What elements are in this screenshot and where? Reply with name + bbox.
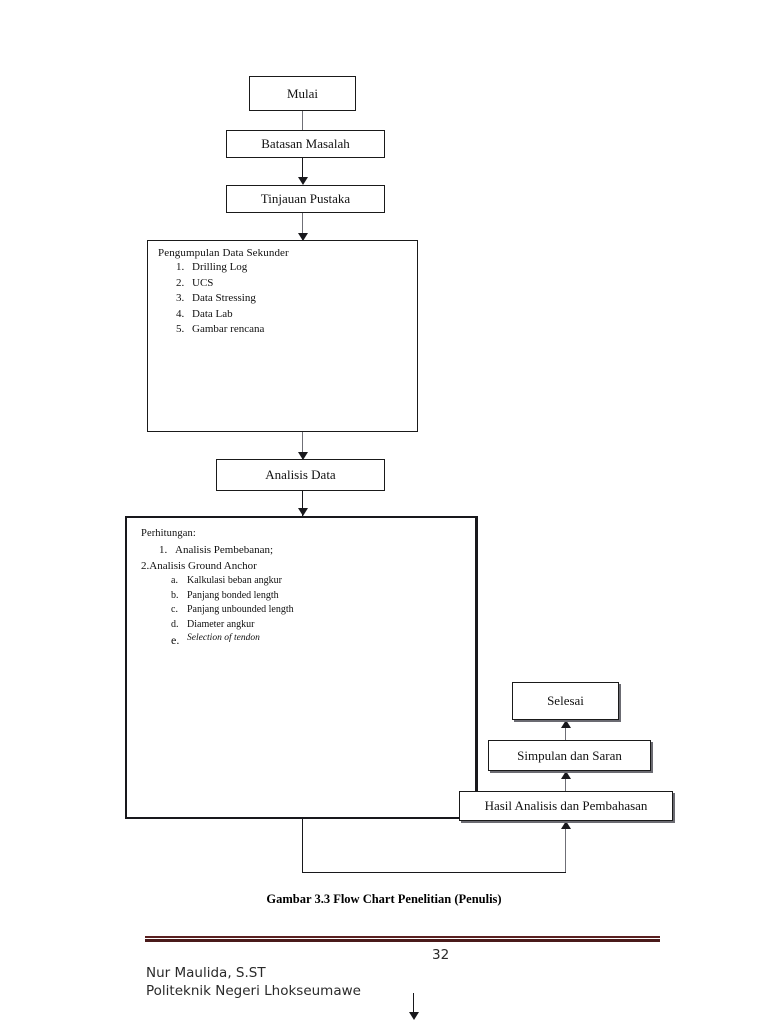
list-item: 5. Gambar rencana: [158, 322, 417, 338]
connector-batasan-tinjauan: [302, 158, 303, 181]
connector-hasil-simpulan: [565, 771, 566, 791]
sublist-label: Kalkulasi beban angkur: [187, 575, 282, 587]
connector-analisis-perhitungan: [302, 491, 303, 516]
footer-page-number-text: 32: [432, 947, 450, 963]
list-marker: 1.: [176, 261, 185, 273]
list-item: 1. Drilling Log: [158, 260, 417, 276]
figure-caption: Gambar 3.3 Flow Chart Penelitian (Penuli…: [0, 892, 768, 907]
footer-rule-bottom: [145, 939, 660, 942]
bottom-continuation-line: [413, 993, 414, 1017]
footer-page-number: 32: [432, 947, 449, 963]
list-marker: 5.: [176, 323, 185, 336]
loop-up-to-hasil: [565, 821, 566, 872]
arrow-simpulan-selesai-icon: [561, 720, 571, 728]
list-item: 2. Analisis Ground Anchor a. Kalkulasi b…: [141, 559, 475, 650]
list-label: Gambar rencana: [192, 323, 265, 336]
footer-author-line-2: Politeknik Negeri Lhokseumawe: [146, 965, 361, 1001]
list-label: Data Stressing: [192, 292, 256, 305]
sublist-label: Panjang bonded length: [187, 589, 279, 601]
node-batasan-masalah-label: Batasan Masalah: [261, 136, 350, 152]
connector-tinjauan-pengumpulan: [302, 213, 303, 241]
footer-rule-top: [145, 936, 660, 938]
node-mulai[interactable]: Mulai: [249, 76, 356, 111]
sublist-item: c. Panjang unbounded length: [141, 603, 475, 618]
footer-author-line-1: Nur Maulida, S.ST: [146, 947, 266, 983]
list-item: 3. Data Stressing: [158, 291, 417, 307]
arrow-loop-to-hasil-icon: [561, 821, 571, 829]
list-label: Analisis Ground Anchor: [149, 559, 257, 572]
list-item: 1. Analisis Pembebanan;: [141, 543, 475, 559]
node-selesai[interactable]: Selesai: [512, 682, 619, 720]
perhitungan-title: Perhitungan:: [141, 528, 196, 539]
sublist-item: b. Panjang bonded length: [141, 589, 475, 604]
node-tinjauan-pustaka-label: Tinjauan Pustaka: [260, 191, 351, 207]
node-simpulan-dan-saran[interactable]: Simpulan dan Saran: [488, 740, 651, 771]
arrow-analisis-perhitungan-icon: [298, 508, 308, 516]
loop-horizontal-bottom: [302, 872, 566, 873]
list-label: Analisis Pembebanan;: [175, 544, 274, 556]
connector-mulai-batasan: [302, 111, 303, 130]
pengumpulan-list: 1. Drilling Log 2. UCS 3. Data Stressing…: [158, 260, 417, 338]
node-simpulan-dan-saran-label: Simpulan dan Saran: [517, 747, 622, 763]
perhitungan-list: 1. Analisis Pembebanan; 2. Analisis Grou…: [141, 543, 475, 650]
connector-simpulan-selesai: [565, 720, 566, 740]
node-analisis-data[interactable]: Analisis Data: [216, 459, 385, 491]
list-marker: 2.: [141, 559, 150, 572]
sublist-label: Diameter angkur: [187, 618, 255, 630]
arrow-pengumpulan-analisis-icon: [298, 452, 308, 460]
node-batasan-masalah[interactable]: Batasan Masalah: [226, 130, 385, 158]
loop-down-from-perhitungan: [302, 819, 303, 873]
arrow-hasil-simpulan-icon: [561, 771, 571, 779]
sublist-item: d. Diameter angkur: [141, 618, 475, 633]
list-label: Drilling Log: [192, 261, 248, 273]
sublist-marker: c.: [171, 604, 178, 616]
connector-pengumpulan-analisis: [302, 432, 303, 460]
figure-caption-text: Gambar 3.3 Flow Chart Penelitian (Penuli…: [266, 892, 502, 906]
list-marker: 4.: [176, 307, 185, 320]
footer-author-text: Nur Maulida, S.ST: [146, 964, 266, 981]
node-mulai-label: Mulai: [286, 85, 319, 101]
list-label: UCS: [192, 276, 214, 289]
node-perhitungan[interactable]: Perhitungan: 1. Analisis Pembebanan; 2. …: [125, 516, 478, 819]
list-label: Data Lab: [192, 307, 233, 320]
sublist-marker: d.: [171, 618, 179, 630]
footer-institution-text: Politeknik Negeri Lhokseumawe: [146, 982, 361, 999]
sublist-item: e. Selection of tendon: [141, 632, 475, 649]
node-analisis-data-label: Analisis Data: [265, 467, 336, 483]
list-item: 2. UCS: [158, 276, 417, 292]
node-selesai-label: Selesai: [547, 693, 584, 709]
sublist-label: Panjang unbounded length: [187, 604, 294, 616]
sublist-marker: e.: [171, 633, 180, 648]
node-hasil-analisis-pembahasan-label: Hasil Analisis dan Pembahasan: [484, 798, 648, 814]
arrow-batasan-tinjauan-icon: [298, 177, 308, 185]
sublist-marker: a.: [171, 575, 178, 587]
perhitungan-sublist: a. Kalkulasi beban angkur b. Panjang bon…: [141, 574, 475, 649]
node-hasil-analisis-pembahasan[interactable]: Hasil Analisis dan Pembahasan: [459, 791, 673, 821]
pengumpulan-title: Pengumpulan Data Sekunder: [158, 247, 289, 259]
node-tinjauan-pustaka[interactable]: Tinjauan Pustaka: [226, 185, 385, 213]
sublist-item: a. Kalkulasi beban angkur: [141, 574, 475, 589]
list-marker: 1.: [159, 544, 168, 556]
node-pengumpulan-data-sekunder[interactable]: Pengumpulan Data Sekunder 1. Drilling Lo…: [147, 240, 418, 432]
arrow-tinjauan-pengumpulan-icon: [298, 233, 308, 241]
list-item: 4. Data Lab: [158, 307, 417, 323]
list-marker: 2.: [176, 276, 185, 289]
sublist-marker: b.: [171, 589, 179, 601]
list-marker: 3.: [176, 292, 185, 305]
bottom-continuation-arrow-icon: [409, 1012, 419, 1020]
sublist-label: Selection of tendon: [187, 633, 260, 644]
